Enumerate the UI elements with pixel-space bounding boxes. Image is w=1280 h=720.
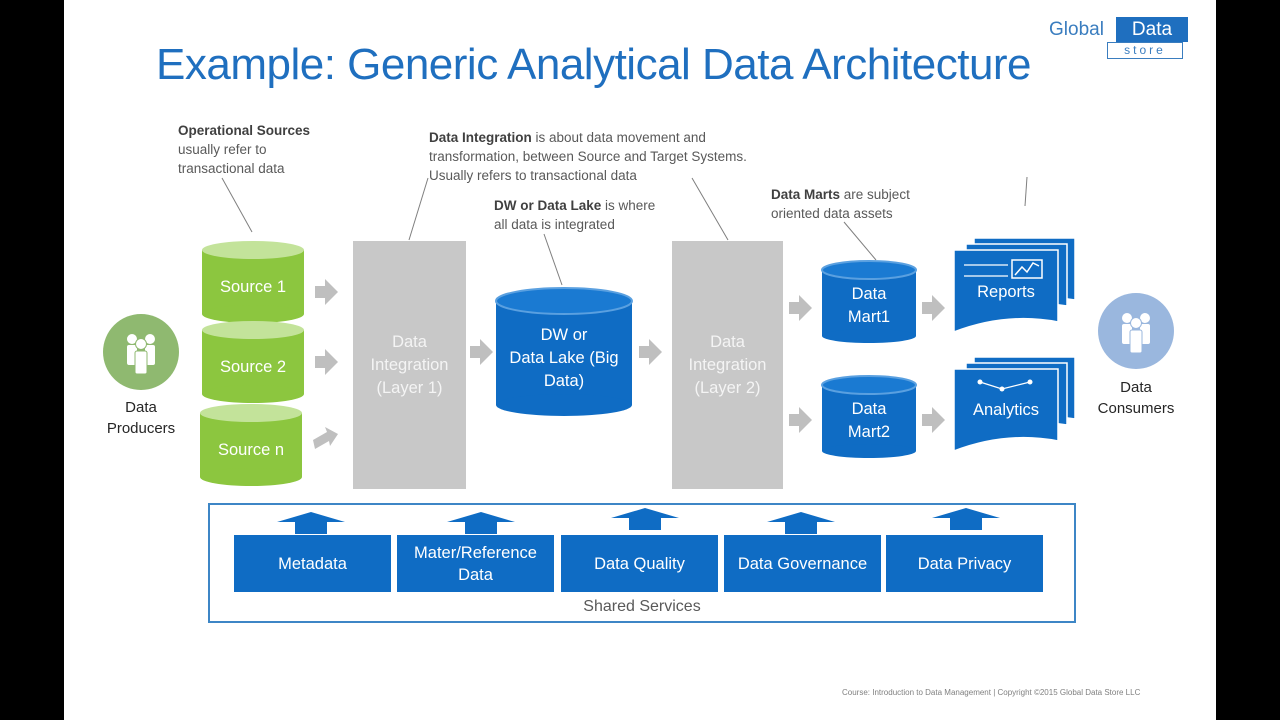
mart2-cylinder [821,375,917,458]
arrow-mart2-analytics [922,407,945,433]
analytics-document-icon [953,356,1076,453]
leader-operational [221,177,253,233]
source-cylinder-1 [202,241,304,323]
leader-integration-1 [408,177,429,241]
source-2-label: Source 2 [219,358,287,376]
leader-integration-2 [691,177,729,241]
flow-arrows [313,279,945,449]
producers-people-icon [103,314,179,390]
note-dw-data-lake: DW or Data Lake is where all data is int… [494,198,656,232]
source-1-label: Source 1 [219,278,287,296]
integration-layer2-column [672,241,783,489]
arrow-mart1-reports [922,295,945,321]
source-n-label: Source n [217,441,285,459]
arrow-int1-dw [470,339,493,365]
consumers-people-icon [1098,293,1174,369]
leader-dw [543,233,563,286]
slide-title: Example: Generic Analytical Data Archite… [156,40,1032,89]
shared-service-up-arrows [277,508,1000,534]
reports-label: Reports [977,283,1035,301]
leader-reports [1024,176,1028,207]
footer-copyright: Course: Introduction to Data Management … [842,688,1141,697]
reports-document-icon [953,237,1076,334]
arrow-sourcen [313,427,338,449]
shared-services-label: Shared Services [583,598,701,615]
logo-data-text: Data [1131,19,1173,40]
logo-store-text: store [1124,43,1166,57]
service-data-quality: Data Quality [561,535,718,592]
arrow-source2 [315,349,338,375]
note-operational-sources: Operational Sources usually refer to tra… [178,123,311,176]
architecture-diagram [103,176,1174,534]
dw-cylinder [495,287,633,416]
arrow-source1 [315,279,338,305]
service-data-privacy: Data Privacy [886,535,1043,592]
mart1-cylinder [821,260,917,343]
arrow-int2-mart2 [789,407,812,433]
integration-layer1-column [353,241,466,489]
service-metadata: Metadata [234,535,391,592]
source-cylinder-2 [202,321,304,403]
logo-global-text: Global [1049,19,1104,40]
slide: Global Data store Example: Generic Analy… [64,0,1216,720]
note-data-integration: Data Integration is about data movement … [429,130,747,183]
shared-services-frame [208,503,1076,623]
logo-data-box [1116,17,1188,42]
source-cylinder-n [200,404,302,486]
leader-marts [843,221,877,261]
arrow-dw-int2 [639,339,662,365]
analytics-label: Analytics [972,401,1040,419]
note-data-marts: Data Marts are subject oriented data ass… [771,187,910,221]
arrow-int2-mart1 [789,295,812,321]
logo-store-box [1107,42,1183,59]
service-data-governance: Data Governance [724,535,881,592]
